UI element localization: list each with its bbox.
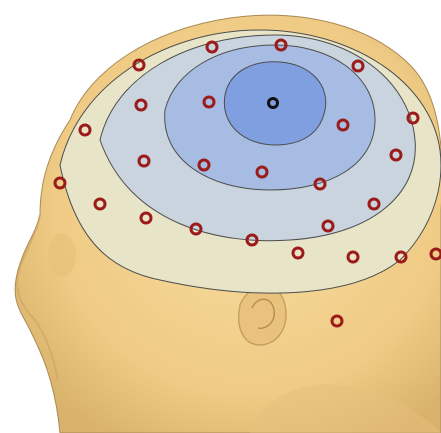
ear [239,286,286,345]
eye-socket [48,233,76,277]
contour-zone-4 [224,62,325,145]
